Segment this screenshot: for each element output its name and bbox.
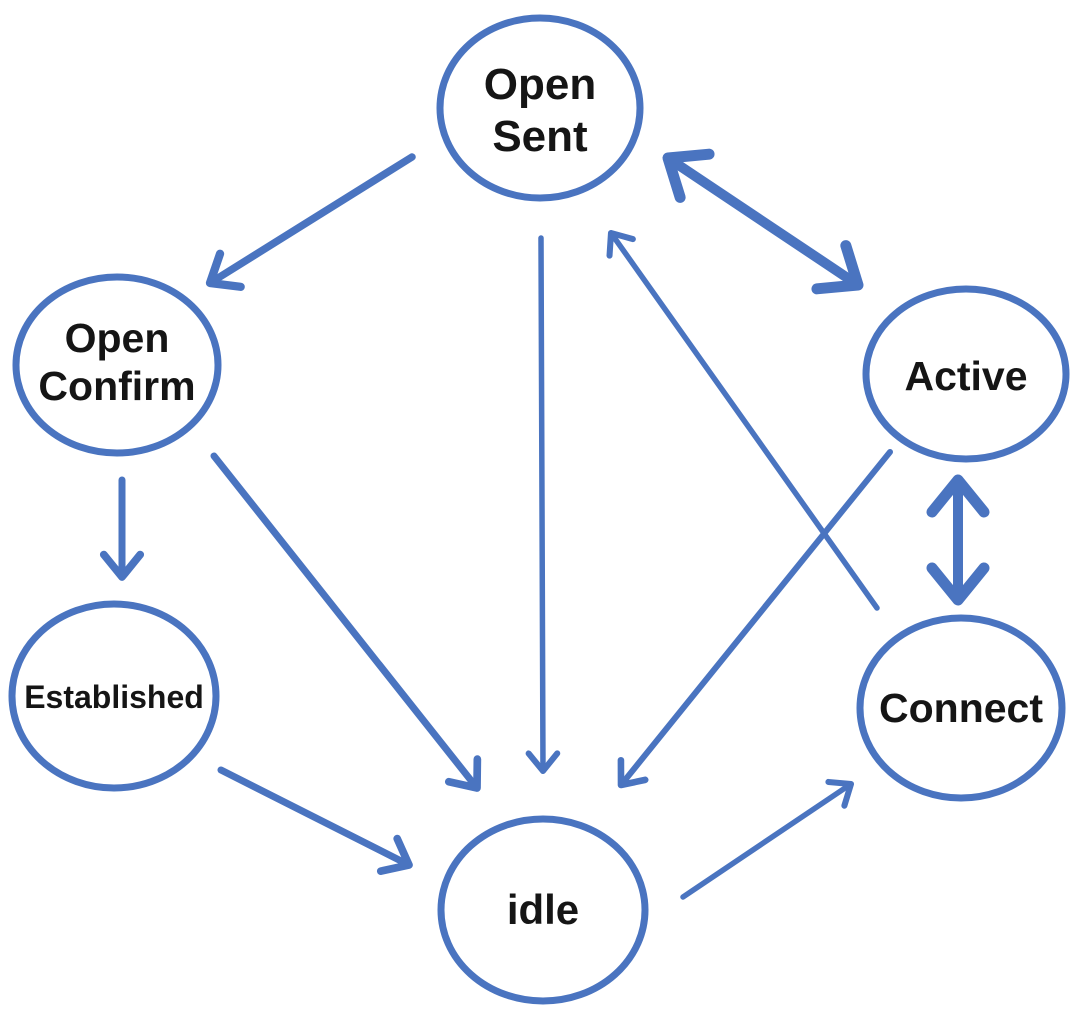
edge-open-sent-active-two-way bbox=[662, 148, 864, 295]
edge-open-confirm-to-idle bbox=[210, 452, 482, 792]
edge-connect-to-open-sent bbox=[606, 229, 880, 611]
state-node-established bbox=[8, 600, 220, 792]
state-node-open-sent bbox=[436, 14, 644, 202]
edge-active-to-idle bbox=[617, 449, 893, 789]
state-label-idle: idle bbox=[507, 886, 579, 933]
edge-established-to-idle bbox=[217, 766, 413, 875]
state-label-active: Active bbox=[904, 353, 1027, 399]
state-node-open-confirm bbox=[12, 273, 222, 457]
state-node-connect bbox=[856, 614, 1066, 802]
state-label-open-confirm-line1: Open bbox=[65, 315, 170, 361]
state-label-connect: Connect bbox=[879, 685, 1043, 731]
state-node-idle bbox=[437, 815, 649, 1005]
state-label-established: Established bbox=[24, 679, 204, 715]
edge-open-sent-to-idle bbox=[525, 235, 561, 775]
edge-open-sent-to-open-confirm bbox=[205, 153, 416, 291]
state-node-active bbox=[862, 285, 1070, 463]
edge-idle-to-connect bbox=[680, 778, 855, 900]
state-label-open-confirm-line2: Confirm bbox=[38, 363, 195, 409]
state-label-open-sent-line1: Open bbox=[484, 60, 596, 109]
state-label-open-sent-line2: Sent bbox=[492, 112, 588, 161]
